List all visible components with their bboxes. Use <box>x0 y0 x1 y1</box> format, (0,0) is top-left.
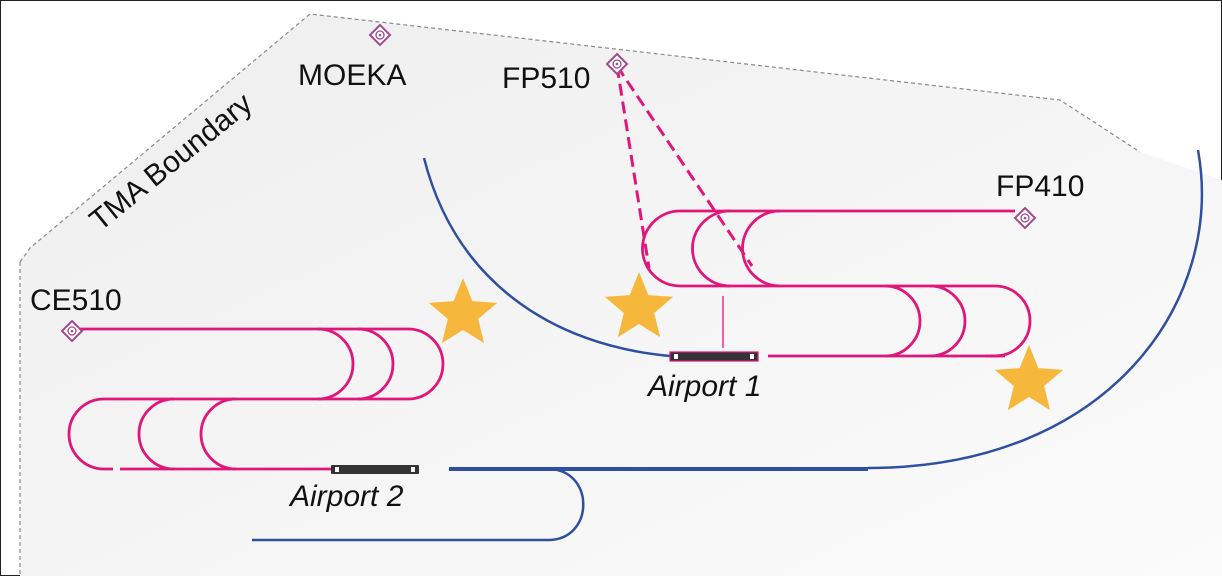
waypoint-label-fp410: FP410 <box>996 170 1084 203</box>
approach-arc-outer <box>867 149 1204 470</box>
diamond-with-circle-icon <box>605 52 629 76</box>
holding-track-top <box>641 209 1032 358</box>
holding-pattern-airport1 <box>641 209 1032 358</box>
holding-inner-loop-8 <box>199 397 237 471</box>
star-icon <box>428 278 498 344</box>
approach-arc-airport1-left <box>422 157 671 358</box>
dashed-route-2 <box>615 65 754 267</box>
waypoint-label-fp510: FP510 <box>502 62 590 95</box>
holding-inner-loop-1 <box>691 209 731 288</box>
holding-inner-loop-5 <box>317 327 355 401</box>
dashed-route-1 <box>615 65 651 269</box>
diamond-with-circle-icon <box>368 23 392 47</box>
runway-airport2 <box>331 465 419 474</box>
approach-hook-airport2 <box>252 467 585 542</box>
holding-inner-loop-6 <box>357 327 395 401</box>
holding-track-ce510 <box>67 327 445 471</box>
star-icon <box>994 345 1064 411</box>
tma-region <box>20 14 1222 576</box>
diamond-with-circle-icon <box>60 319 84 343</box>
diamond-with-circle-icon <box>1013 206 1037 230</box>
waypoint-label-ce510: CE510 <box>30 284 122 317</box>
star-icon <box>604 272 674 338</box>
holding-pattern-airport2 <box>67 327 445 471</box>
airport-label-1: Airport 1 <box>646 370 761 403</box>
holding-inner-loop-7 <box>137 397 175 471</box>
holding-inner-loop-3 <box>929 284 967 358</box>
holding-inner-loop-4 <box>884 284 922 358</box>
holding-inner-loop-2 <box>741 209 781 288</box>
airport-label-2: Airport 2 <box>288 480 404 513</box>
fp510-dashed-routes <box>615 65 754 269</box>
waypoint-label-moeka: MOEKA <box>298 59 406 92</box>
runway-airport1 <box>669 351 759 362</box>
